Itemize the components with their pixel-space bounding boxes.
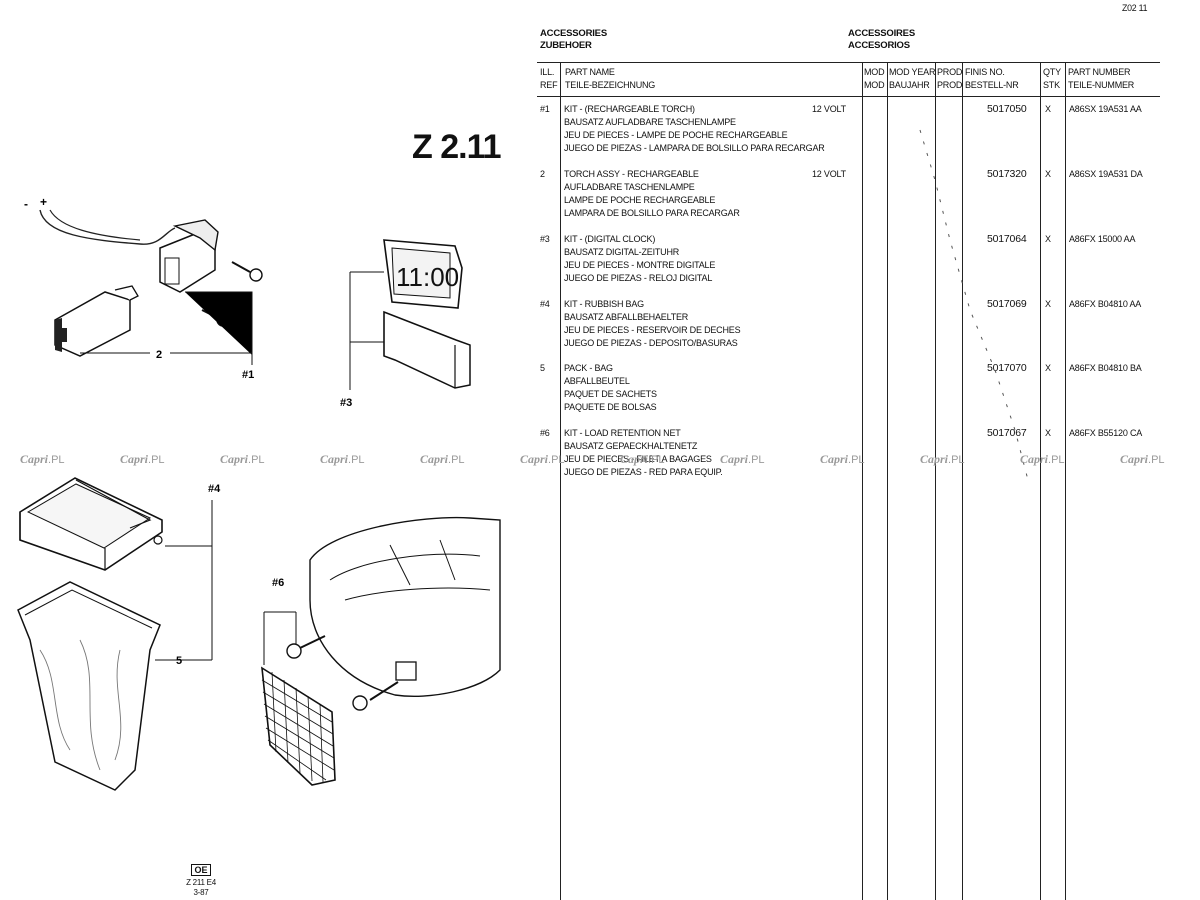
watermark: Capri.PL <box>320 452 365 466</box>
section-heading-es: ACCESORIOS <box>848 40 910 51</box>
footer-badge: OE <box>191 864 211 876</box>
row-ref: 5 <box>540 363 545 373</box>
diagram-label-6: #6 <box>272 577 284 589</box>
watermark: Capri.PL <box>20 452 65 466</box>
row-finis-no: 5017067 <box>987 427 1027 439</box>
rubbish-bag-illustration <box>17 581 212 791</box>
scan-artifact-streak <box>919 129 1029 481</box>
watermark: Capri.PL <box>720 452 765 466</box>
watermark: Capri.PL <box>420 452 465 466</box>
row-finis-no: 5017069 <box>987 298 1027 310</box>
footer-date: 3-87 <box>193 888 209 897</box>
diagram-label-3: #3 <box>340 397 352 409</box>
watermark: Capri.PL <box>920 452 965 466</box>
row-finis-no: 5017050 <box>987 103 1027 115</box>
row-ref: 2 <box>540 169 545 179</box>
watermark: Capri.PL <box>120 452 165 466</box>
row-finis-no: 5017070 <box>987 362 1027 374</box>
row-ref: #3 <box>540 234 550 244</box>
row-ref: #1 <box>540 104 550 114</box>
diagram-label-minus: - <box>24 197 28 211</box>
diagram-title: Z 2.11 <box>412 128 502 166</box>
diagram-label-1: #1 <box>242 369 254 381</box>
row-part-number: A86SX 19A531 DA <box>1069 169 1143 179</box>
row-qty: X <box>1045 299 1051 309</box>
col-divider <box>962 62 963 900</box>
header-ill-ref: ILL.REF <box>540 67 558 90</box>
row-qty: X <box>1045 169 1051 179</box>
load-net-illustration <box>261 516 501 786</box>
col-divider <box>887 62 888 900</box>
row-part-name: KIT - (DIGITAL CLOCK)BAUSATZ DIGITAL-ZEI… <box>564 234 716 283</box>
table-header-rule <box>537 96 1160 97</box>
row-part-number: A86FX B04810 AA <box>1069 299 1142 309</box>
footer-code: Z 211 E4 <box>186 878 216 887</box>
watermark: Capri.PL <box>620 452 665 466</box>
header-finis-no: FINIS NO.BESTELL-NR <box>965 67 1019 90</box>
diagram-label-4: #4 <box>208 483 221 495</box>
watermark: Capri.PL <box>820 452 865 466</box>
footer-reference: OE Z 211 E4 3-87 <box>184 860 218 898</box>
diagram-label-plus: + <box>40 195 47 209</box>
page-code: Z02 11 <box>1122 3 1148 13</box>
row-part-number: A86FX 15000 AA <box>1069 234 1136 244</box>
exploded-parts-diagram: - + 2 #1 11:00 #3 #4 5 <box>17 195 501 791</box>
row-part-number: A86SX 19A531 AA <box>1069 104 1142 114</box>
col-divider <box>862 62 863 900</box>
row-ref: #6 <box>540 428 550 438</box>
row-part-name: KIT - (RECHARGEABLE TORCH)BAUSATZ AUFLAD… <box>564 104 825 153</box>
row-qty: X <box>1045 428 1051 438</box>
row-part-number: A86FX B55120 CA <box>1069 428 1143 438</box>
diagram-label-5: 5 <box>176 655 182 667</box>
col-divider <box>1065 62 1066 900</box>
watermark: Capri.PL <box>520 452 565 466</box>
col-divider <box>935 62 936 900</box>
row-note: 12 VOLT <box>812 169 846 179</box>
torch-assembly-illustration <box>39 209 263 365</box>
row-ref: #4 <box>540 299 550 309</box>
row-finis-no: 5017320 <box>987 168 1027 180</box>
col-divider <box>560 62 561 900</box>
watermark: Capri.PL <box>1120 452 1165 466</box>
row-qty: X <box>1045 234 1051 244</box>
diagram-label-2: 2 <box>156 349 162 361</box>
section-heading-en: ACCESSORIES <box>540 28 607 39</box>
section-heading-fr: ACCESSOIRES <box>848 28 915 39</box>
row-finis-no: 5017064 <box>987 233 1027 245</box>
section-heading-de: ZUBEHOER <box>540 40 592 51</box>
row-qty: X <box>1045 363 1051 373</box>
row-note: 12 VOLT <box>812 104 846 114</box>
col-divider <box>1040 62 1041 900</box>
table-top-rule <box>537 62 1160 63</box>
rubbish-bag-holder-illustration <box>19 477 213 660</box>
clock-display-text: 11:00 <box>396 262 459 292</box>
watermark: Capri.PL <box>220 452 265 466</box>
row-qty: X <box>1045 104 1051 114</box>
row-part-number: A86FX B04810 BA <box>1069 363 1142 373</box>
digital-clock-illustration: 11:00 <box>349 239 471 390</box>
watermark: Capri.PL <box>1020 452 1065 466</box>
